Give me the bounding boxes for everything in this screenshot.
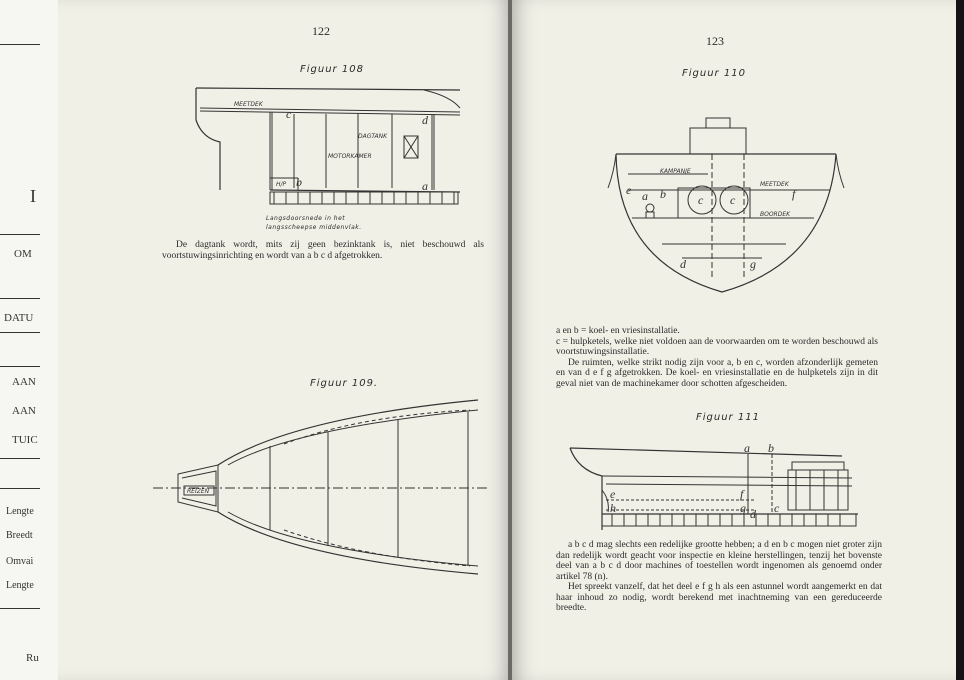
underlying-letter: I xyxy=(30,186,36,206)
label-boordek: BOORDEK xyxy=(760,211,791,218)
letter-a-110: a xyxy=(642,189,648,203)
paragraph-efgh: Het spreekt vanzelf, dat het deel e f g … xyxy=(556,582,882,613)
label-kampanje: KAMPANJE xyxy=(660,168,691,175)
left-page: 122 Figuur 108 MEETDEK DAGTANK MOTORKAME… xyxy=(58,0,510,680)
figure-108-caption-2: langsscheepse middenvlak. xyxy=(266,224,362,231)
figure-108-title: Figuur 108 xyxy=(300,64,364,75)
figure-110-drawing: KAMPANJE MEETDEK BOORDEK e a b c c f d g xyxy=(607,117,845,293)
letter-d: d xyxy=(422,113,429,127)
figure-109-drawing: REIZEN xyxy=(153,399,488,575)
page-number-left: 122 xyxy=(312,24,330,38)
label-motorkamer: MOTORKAMER xyxy=(328,153,372,160)
letter-f-111: f xyxy=(740,487,745,501)
letter-a-111: a xyxy=(744,441,750,455)
letter-g-110: g xyxy=(750,257,756,271)
figure-111-drawing: a b c d e f g h xyxy=(569,441,858,530)
letter-b-110: b xyxy=(660,187,666,201)
book-gutter xyxy=(508,0,514,680)
letter-b: b xyxy=(296,175,302,189)
paragraph-c: c = hulpketels, welke niet voldoen aan d… xyxy=(556,336,878,358)
letter-c2-110: c xyxy=(730,193,736,207)
letter-e-111: e xyxy=(610,487,616,501)
label-meetdek-110: MEETDEK xyxy=(760,181,790,188)
figure-108-drawing: MEETDEK DAGTANK MOTORKAMER H/P c d b a xyxy=(195,87,461,205)
left-paragraph: De dagtank wordt, mits zij geen bezinkta… xyxy=(162,240,484,261)
letter-g-111: g xyxy=(740,501,746,515)
page-number-right: 123 xyxy=(706,34,724,48)
letter-a: a xyxy=(422,179,428,193)
figure-110-title: Figuur 110 xyxy=(682,68,746,79)
letter-e: e xyxy=(626,183,632,197)
letter-h-111: h xyxy=(610,501,616,515)
letter-c: c xyxy=(286,107,292,121)
paragraph-ruimten: De ruimten, welke strikt nodig zijn voor… xyxy=(556,357,878,389)
letter-f-110: f xyxy=(792,187,797,201)
figure-111-title: Figuur 111 xyxy=(696,412,760,423)
label-meetdek: MEETDEK xyxy=(234,101,264,108)
letter-d-110: d xyxy=(680,257,687,271)
letter-b-111: b xyxy=(768,441,774,455)
right-paragraphs-2: a b c d mag slechts een redelijke groott… xyxy=(556,540,882,614)
letter-c1-110: c xyxy=(698,193,704,207)
paragraph-ab: a en b = koel- en vriesinstallatie. xyxy=(556,326,680,336)
letter-d-111: d xyxy=(750,507,757,521)
right-paragraphs-1: a en b = koel- en vriesinstallatie. c = … xyxy=(556,326,878,389)
label-hp: H/P xyxy=(276,181,287,188)
paragraph-abcd: a b c d mag slechts een redelijke groott… xyxy=(556,540,882,582)
figure-108-caption-1: Langsdoorsnede in het xyxy=(266,215,346,222)
label-reizen: REIZEN xyxy=(187,488,210,495)
label-dagtank: DAGTANK xyxy=(358,133,388,140)
figure-109-title: Figuur 109. xyxy=(310,378,379,389)
letter-c-111: c xyxy=(774,501,780,515)
right-page: 123 Figuur 110 KAMPANJE MEETDEK BOORDEK … xyxy=(512,0,956,680)
underlying-page-strip: I OM DATU AAN AAN TUIC Lengte Breedt Omv… xyxy=(0,0,59,680)
